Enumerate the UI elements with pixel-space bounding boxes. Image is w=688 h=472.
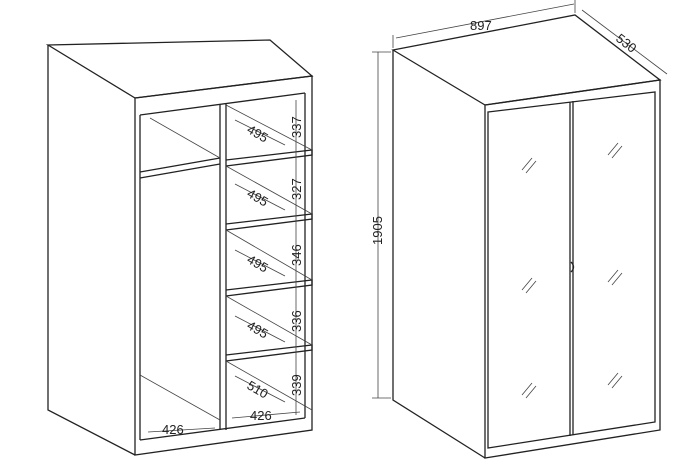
- right-side-panel: [392, 50, 486, 459]
- shelf-height-1: 337: [289, 116, 304, 138]
- door-handle: [570, 261, 575, 273]
- shelf-height-4: 336: [289, 310, 304, 332]
- bottom-width-left: 426: [162, 422, 184, 437]
- depth-dimension: 530: [613, 31, 639, 56]
- left-top-face: [45, 39, 314, 99]
- closed-wardrobe: 897 530 1905: [370, 0, 668, 459]
- shelf-height-3: 346: [289, 244, 304, 266]
- width-dimension: 897: [470, 18, 492, 33]
- right-front-face: [484, 79, 661, 459]
- shelves: [139, 100, 313, 433]
- left-front-frame: [134, 75, 313, 456]
- shelf-depth-5: 510: [245, 378, 271, 402]
- right-top-face: [391, 14, 662, 106]
- dimension-lines: [372, 0, 668, 399]
- shelf-depth-3: 495: [245, 252, 271, 276]
- door-frame: [487, 91, 656, 449]
- open-wardrobe: 495 495 495 495 510 337 327 346 336 339 …: [45, 39, 314, 456]
- height-dimension: 1905: [370, 216, 385, 245]
- mirror-reflections: [521, 142, 623, 399]
- left-side-panel: [47, 45, 136, 456]
- shelf-height-2: 327: [289, 178, 304, 200]
- shelf-depth-4: 495: [245, 318, 271, 342]
- shelf-height-5: 339: [289, 374, 304, 396]
- shelf-depth-1: 495: [245, 122, 271, 146]
- bottom-width-right: 426: [250, 408, 272, 423]
